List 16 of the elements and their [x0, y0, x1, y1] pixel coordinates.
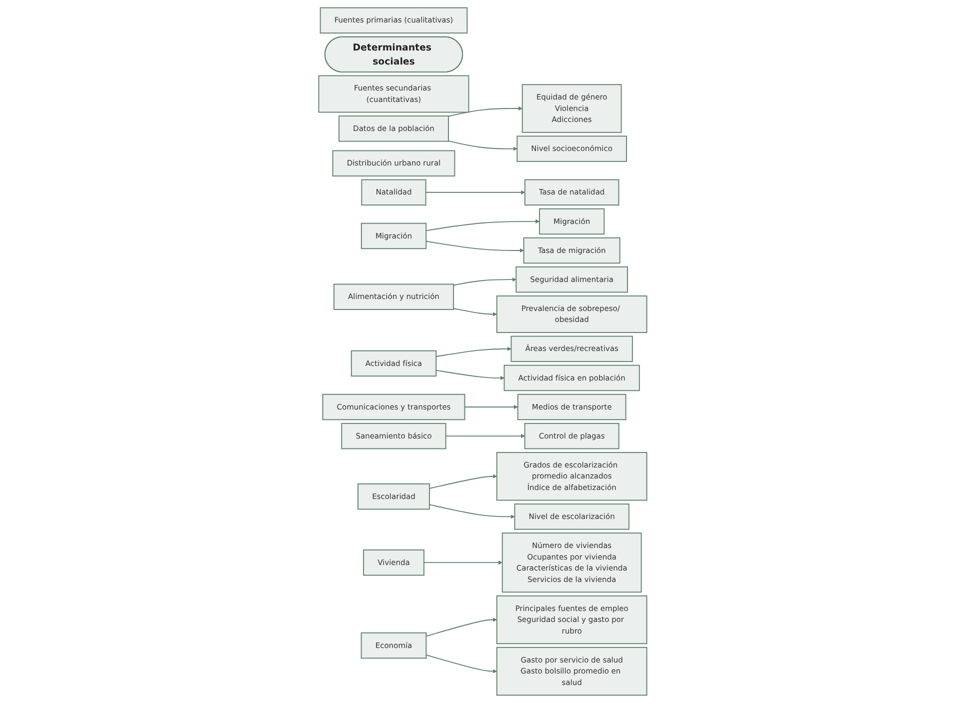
arrow: [425, 190, 525, 194]
arrow: [452, 278, 516, 286]
arrow: [435, 346, 512, 357]
arrow: [448, 140, 518, 151]
arrow: [428, 474, 497, 489]
arrow: [452, 308, 497, 316]
arrow: [435, 370, 504, 380]
arrow: [448, 106, 522, 117]
arrow: [425, 219, 540, 232]
arrow: [425, 240, 524, 253]
arrow: [428, 504, 515, 519]
arrow: [445, 434, 525, 438]
arrow: [425, 618, 497, 637]
arrow: [423, 560, 502, 565]
arrow: [464, 404, 518, 410]
arrow: [425, 654, 497, 674]
